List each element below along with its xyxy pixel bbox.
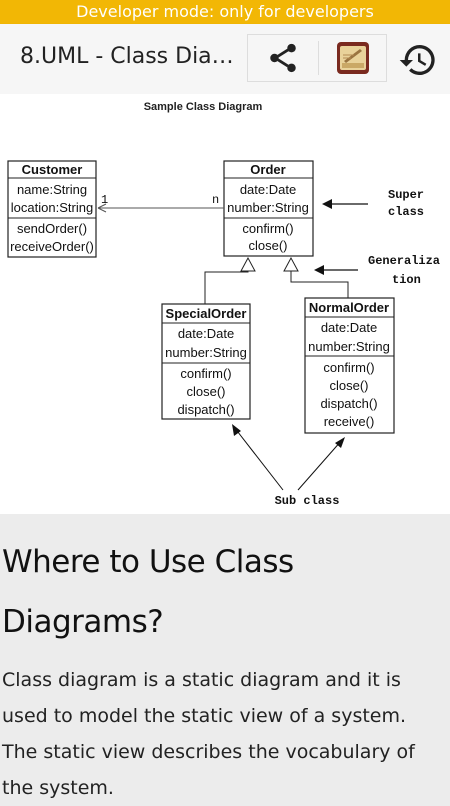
class-normal-order: NormalOrder date:Date number:String conf… [304,297,395,434]
inheritance-lines [204,256,349,304]
class-special-order: SpecialOrder date:Date number:String con… [161,303,251,420]
class-order: Order date:Date number:String confirm() … [223,160,314,257]
class-attribute: number:String [308,339,390,354]
class-operation: dispatch() [320,396,377,411]
super-class-label: Super [388,188,424,202]
class-attribute: name:String [17,182,87,197]
section-heading: Where to Use Class Diagrams? [2,544,294,640]
class-operation: confirm() [323,360,374,375]
class-attribute: date:Date [240,182,296,197]
super-class-arrow [322,199,368,209]
page-title: 8.UML - Class Diagrams [20,44,242,69]
class-attribute: number:String [227,200,309,215]
toolbar-action-group [247,34,387,82]
class-name: SpecialOrder [166,306,247,321]
multiplicity-order: n [212,193,219,207]
class-attribute: number:String [165,345,247,360]
subclass-label: Sub class [275,494,340,508]
class-operation: close() [329,378,368,393]
class-operation: confirm() [180,366,231,381]
class-operation: receive() [324,414,375,429]
section-paragraph: Class diagram is a static diagram and it… [2,669,415,799]
class-operation: receiveOrder() [10,239,94,254]
book-icon [337,42,369,74]
class-operation: dispatch() [177,402,234,417]
book-button[interactable] [319,35,387,81]
share-icon [270,43,296,73]
class-attribute: date:Date [321,320,377,335]
diagram-title: Sample Class Diagram [144,101,263,113]
article-content: Where to Use Class Diagrams? Class diagr… [0,514,450,800]
developer-mode-banner: Developer mode: only for developers [0,0,450,24]
class-name: Customer [22,162,83,177]
app-toolbar: 8.UML - Class Diagrams [0,24,450,94]
developer-mode-text: Developer mode: only for developers [76,2,374,21]
history-icon [399,45,435,75]
generalization-label: Generaliza [368,254,440,268]
generalization-label: tion [392,273,421,287]
class-attribute: location:String [11,200,93,215]
generalization-arrow [314,265,358,275]
class-diagram-image: Sample Class Diagram Customer name:Strin… [0,94,450,514]
class-attribute: date:Date [178,326,234,341]
class-name: NormalOrder [309,300,389,315]
toolbar-divider [318,41,319,75]
class-operation: close() [248,238,287,253]
class-operation: sendOrder() [17,221,87,236]
share-button[interactable] [248,35,318,81]
subclass-arrows [232,424,345,491]
class-operation: close() [186,384,225,399]
association-line: 1 n [97,193,224,213]
class-operation: confirm() [242,221,293,236]
super-class-label: class [388,205,424,219]
history-button[interactable] [396,38,440,82]
multiplicity-customer: 1 [101,193,108,207]
class-customer: Customer name:String location:String sen… [7,160,97,258]
class-name: Order [250,162,285,177]
